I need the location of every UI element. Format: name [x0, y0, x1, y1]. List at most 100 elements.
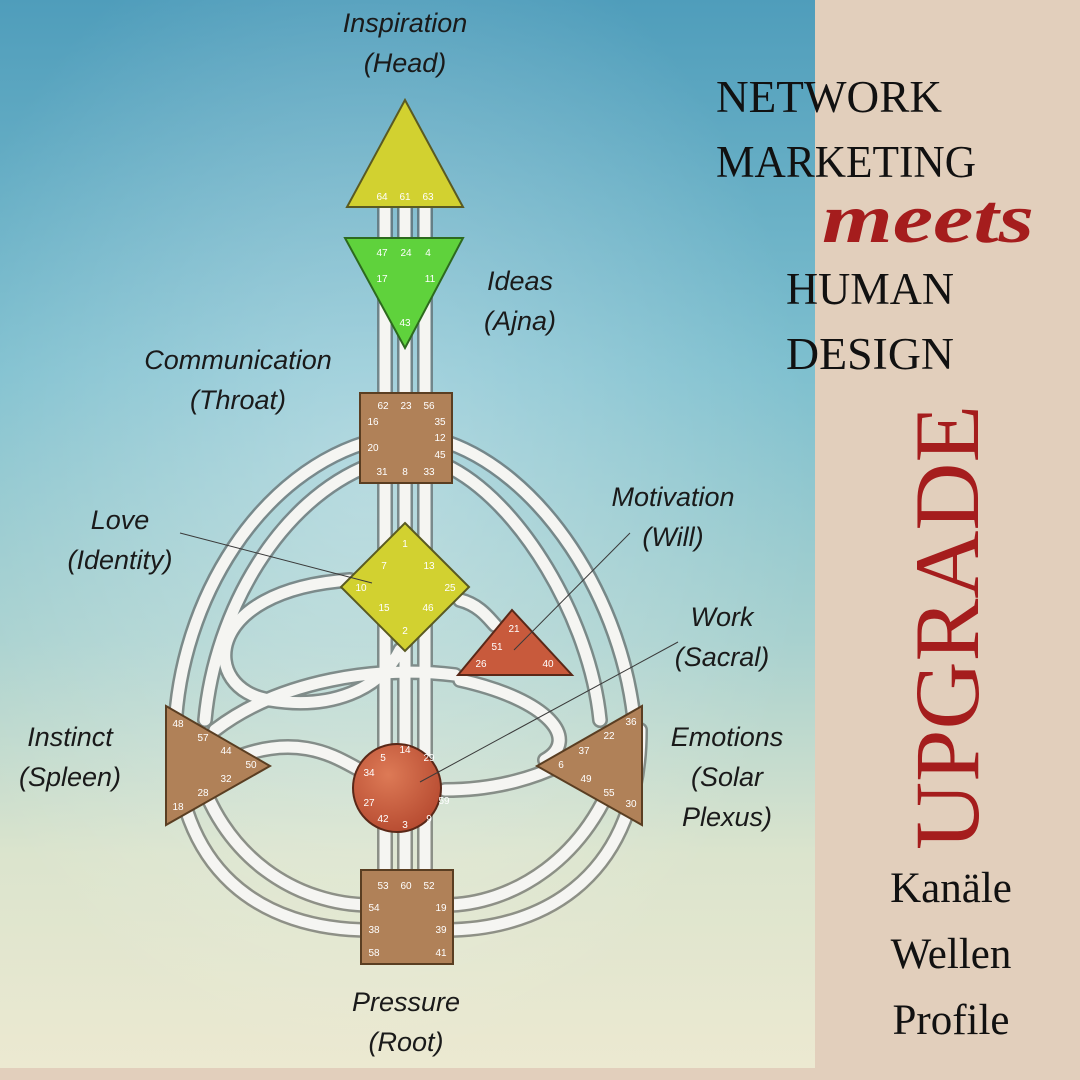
gate-13: 13: [423, 561, 435, 572]
gate-36: 36: [625, 717, 637, 728]
gate-50: 50: [245, 760, 257, 771]
gate-51: 51: [491, 642, 503, 653]
gate-59: 59: [438, 796, 450, 807]
gate-58: 58: [368, 948, 380, 959]
gate-24: 24: [400, 248, 412, 259]
leader-lines: [179, 532, 679, 783]
gate-11: 11: [425, 274, 436, 285]
head-triangle: [345, 97, 465, 208]
gate-1: 1: [402, 539, 408, 550]
gate-57: 57: [197, 733, 209, 744]
spleen-center: 48 57 44 50 32 28 18: [165, 704, 273, 827]
gate-17: 17: [376, 274, 388, 285]
gate-49: 49: [580, 774, 592, 785]
topic-profile: Profile: [892, 997, 1009, 1044]
gate-7: 7: [381, 561, 387, 572]
sacral-circle: [352, 743, 442, 833]
gate-31: 31: [376, 467, 388, 478]
gate-20: 20: [367, 443, 379, 454]
gate-18: 18: [172, 802, 184, 813]
head-center: 64 61 63: [345, 97, 465, 208]
gate-4: 4: [425, 248, 431, 259]
gate-41: 41: [435, 948, 447, 959]
throat-label: Communication: [144, 345, 332, 375]
gate-54: 54: [368, 903, 380, 914]
gate-12: 12: [434, 433, 446, 444]
topic-kanaele: Kanäle: [890, 865, 1012, 912]
root-center: 53 60 52 54 19 38 39 58 41: [360, 869, 454, 965]
will-center: 21 51 26 40: [455, 608, 575, 676]
gate-61: 61: [399, 192, 411, 203]
gate-45: 45: [434, 450, 446, 461]
head-label: Inspiration: [343, 8, 468, 38]
sacral-sublabel: (Sacral): [675, 642, 770, 672]
headline-marketing: MARKETING: [716, 137, 976, 187]
right-panel: [815, 0, 1080, 1080]
gate-32: 32: [220, 774, 232, 785]
gate-34: 34: [363, 768, 375, 779]
gate-25: 25: [444, 583, 456, 594]
gate-2: 2: [402, 626, 408, 637]
gate-10: 10: [355, 583, 367, 594]
will-sublabel: (Will): [642, 522, 703, 552]
throat-sublabel: (Throat): [190, 385, 286, 415]
gate-63: 63: [422, 192, 434, 203]
gate-60: 60: [400, 881, 412, 892]
gate-62: 62: [377, 401, 389, 412]
gate-16: 16: [367, 417, 379, 428]
head-sublabel: (Head): [364, 48, 447, 78]
gate-43: 43: [399, 318, 411, 329]
spleen-label: Instinct: [27, 722, 114, 752]
g-center: 1 7 13 10 25 15 46 2: [339, 521, 471, 653]
will-triangle: [455, 608, 575, 676]
gate-64: 64: [376, 192, 388, 203]
gate-28: 28: [197, 788, 209, 799]
ajna-triangle: [343, 237, 465, 351]
center-labels: Inspiration (Head) Ideas (Ajna) Communic…: [19, 8, 783, 1057]
spleen-triangle: [165, 704, 273, 827]
gate-6: 6: [558, 760, 564, 771]
gate-48: 48: [172, 719, 184, 730]
topics-list: Kanäle Wellen Profile: [890, 865, 1012, 1044]
gate-47: 47: [376, 248, 388, 259]
gate-53: 53: [377, 881, 389, 892]
gate-37: 37: [578, 746, 590, 757]
headline-human: HUMAN: [786, 264, 954, 314]
gate-15: 15: [378, 603, 390, 614]
spleen-sublabel: (Spleen): [19, 762, 121, 792]
bottom-strip: [0, 1068, 815, 1080]
throat-center: 62 23 56 16 35 20 12 45 31 8 33: [359, 392, 453, 484]
gate-19: 19: [435, 903, 447, 914]
topic-wellen: Wellen: [891, 931, 1012, 978]
gate-29: 29: [423, 753, 435, 764]
gate-30: 30: [625, 799, 637, 810]
gate-40: 40: [542, 659, 554, 670]
gate-8: 8: [402, 467, 408, 478]
gate-46: 46: [422, 603, 434, 614]
headline-meets: meets: [822, 181, 1034, 258]
gate-55: 55: [603, 788, 615, 799]
sacral-center: 5 14 29 34 27 59 42 3 9: [352, 743, 450, 833]
ajna-label: Ideas: [487, 266, 553, 296]
gate-27: 27: [363, 798, 375, 809]
gate-39: 39: [435, 925, 447, 936]
root-square: [360, 869, 454, 965]
gate-23: 23: [400, 401, 412, 412]
sacral-label: Work: [691, 602, 755, 632]
g-label: Love: [91, 505, 150, 535]
gate-22: 22: [603, 731, 615, 742]
gate-52: 52: [423, 881, 435, 892]
ajna-center: 47 24 4 17 11 43: [343, 237, 465, 351]
g-sublabel: (Identity): [67, 545, 172, 575]
gate-26: 26: [475, 659, 487, 670]
solar-label: Emotions: [671, 722, 784, 752]
headline-network: NETWORK: [716, 72, 942, 122]
gate-35: 35: [434, 417, 446, 428]
throat-square: [359, 392, 453, 484]
root-label: Pressure: [352, 987, 460, 1017]
ajna-sublabel: (Ajna): [484, 306, 556, 336]
gate-42: 42: [377, 814, 389, 825]
solar-plexus-center: 36 22 37 6 49 55 30: [534, 704, 643, 827]
will-label: Motivation: [611, 482, 734, 512]
